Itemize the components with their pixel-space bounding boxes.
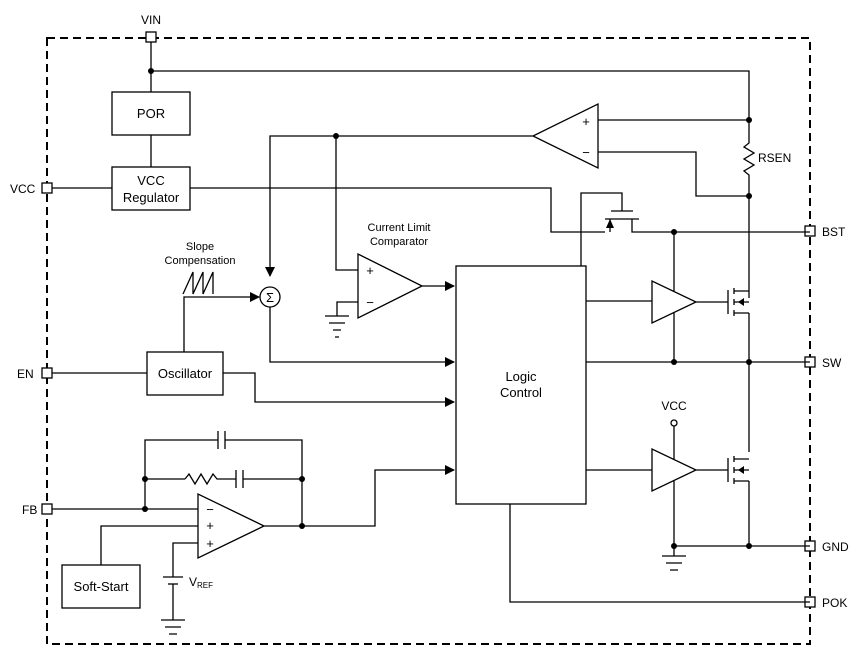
- high-side-mosfet: [727, 288, 749, 316]
- wire-climit-minus-ground: [336, 301, 358, 316]
- comp-capacitor-rc: [235, 470, 244, 488]
- svg-text:REF: REF: [197, 581, 213, 590]
- ground-icon: [325, 315, 349, 338]
- svg-text:V: V: [189, 575, 197, 589]
- wire-oscillator-to-logic: [223, 372, 455, 407]
- low-side-mosfet: [727, 456, 749, 484]
- rsen-resistor: RSEN: [742, 139, 791, 178]
- svg-text:GND: GND: [822, 540, 849, 554]
- slope-subtitle: Compensation: [165, 255, 236, 267]
- wire-summer-to-logic: [269, 307, 455, 367]
- vcc-supply-terminal: [670, 419, 678, 427]
- svg-text:+: +: [582, 114, 590, 129]
- svg-text:−: −: [206, 502, 214, 517]
- svg-text:VCC: VCC: [137, 173, 164, 188]
- vref-source: V REF: [163, 575, 213, 620]
- pin-gnd: GND: [804, 540, 849, 554]
- error-amplifier: − + +: [197, 492, 266, 560]
- svg-text:VIN: VIN: [141, 13, 161, 27]
- wire-comp-left: [144, 439, 218, 509]
- wire-vref-to-ea: [172, 542, 198, 577]
- wire-softstart-to-ea: [100, 525, 198, 565]
- svg-text:VCC: VCC: [10, 182, 36, 196]
- vcc-supply-label: VCC: [661, 399, 687, 413]
- svg-text:+: +: [206, 536, 214, 551]
- svg-text:RSEN: RSEN: [758, 151, 791, 165]
- svg-text:Regulator: Regulator: [123, 190, 180, 205]
- bootstrap-switch: [605, 210, 810, 233]
- current-limit-comparator: + −: [357, 252, 424, 320]
- svg-text:POK: POK: [822, 596, 847, 610]
- slope-title: Slope: [186, 241, 214, 253]
- por-block: POR: [111, 91, 191, 136]
- wire-climit-plus: [335, 136, 358, 271]
- svg-text:BST: BST: [822, 225, 846, 239]
- ground-icon: [662, 555, 686, 571]
- svg-text:SW: SW: [822, 356, 842, 370]
- wire-vin-rail: [150, 42, 750, 139]
- svg-text:Control: Control: [500, 385, 542, 400]
- soft-start-block: Soft-Start: [61, 564, 141, 609]
- svg-text:Σ: Σ: [266, 290, 274, 305]
- comp-resistor: [184, 472, 236, 486]
- wire-ea-output: [264, 465, 455, 527]
- wire-regulator-to-bootstrap: [190, 187, 605, 233]
- summing-junction: Σ: [259, 286, 281, 308]
- logic-control-block: Logic Control: [455, 265, 587, 505]
- wire-logic-to-bootstrap-gate: [580, 192, 623, 266]
- pin-pok: POK: [804, 596, 847, 610]
- pin-fb: FB: [22, 503, 53, 517]
- ic-boundary: [46, 37, 811, 645]
- wire-logic-to-pok: [509, 504, 810, 603]
- svg-text:Logic: Logic: [505, 369, 537, 384]
- svg-text:EN: EN: [17, 367, 34, 381]
- wire-comp-top-right: [225, 439, 303, 525]
- oscillator-block: Oscillator: [146, 351, 224, 396]
- sawtooth-icon: [182, 271, 214, 295]
- svg-text:FB: FB: [22, 503, 37, 517]
- svg-text:+: +: [366, 263, 374, 278]
- ground-icon: [161, 619, 185, 635]
- pin-vcc: VCC: [10, 182, 53, 196]
- wire-sense-output: [265, 135, 533, 277]
- current-limit-title: Current Limit: [368, 222, 431, 234]
- low-side-driver: [651, 447, 698, 493]
- comp-capacitor-top: [217, 431, 226, 449]
- svg-text:Oscillator: Oscillator: [158, 366, 213, 381]
- wire-oscillator-to-summer: [183, 292, 260, 352]
- svg-text:Soft-Start: Soft-Start: [74, 579, 129, 594]
- wire-sense-minus: [598, 151, 749, 197]
- current-limit-subtitle: Comparator: [370, 236, 428, 248]
- high-side-driver: [651, 279, 698, 325]
- svg-text:POR: POR: [137, 106, 165, 121]
- vcc-regulator-block: VCC Regulator: [111, 166, 191, 211]
- svg-text:+: +: [206, 518, 214, 533]
- svg-text:−: −: [366, 295, 374, 310]
- svg-text:−: −: [582, 145, 590, 160]
- pin-bst: BST: [804, 225, 846, 239]
- current-sense-amplifier: + −: [531, 102, 599, 170]
